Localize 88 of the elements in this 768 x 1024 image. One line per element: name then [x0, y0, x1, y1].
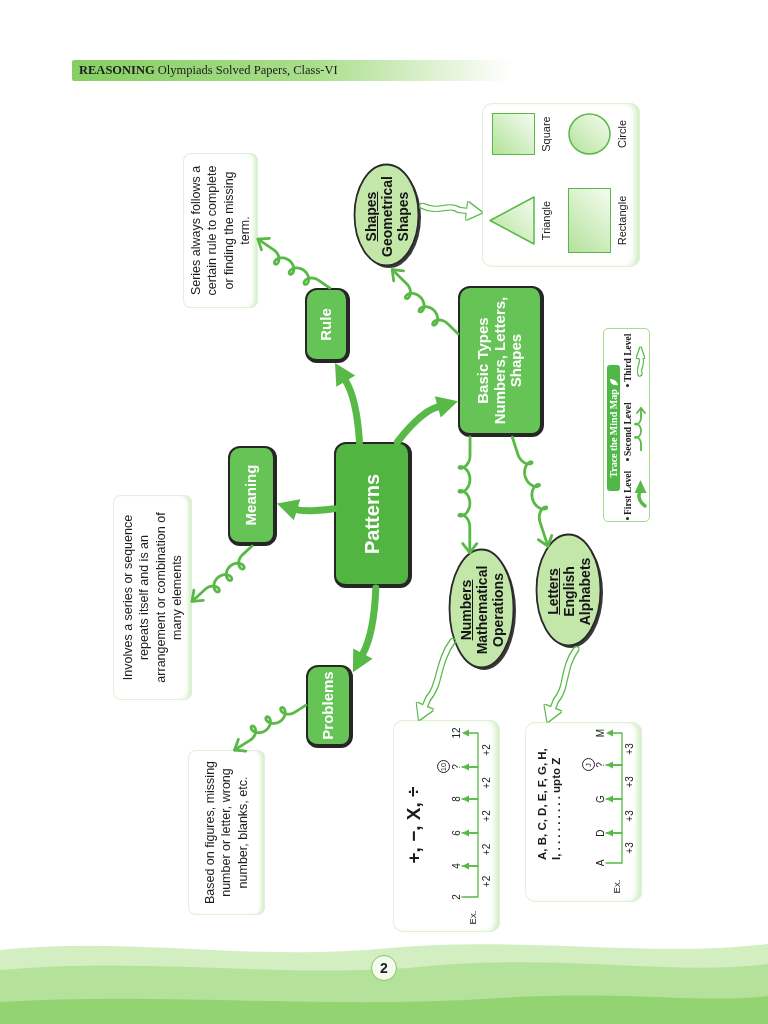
sequence-term: ? — [594, 758, 606, 772]
hollow-arrow — [544, 646, 579, 722]
sequence-term: D — [594, 826, 606, 840]
hollow-arrow — [420, 201, 482, 220]
bracket-arrow — [605, 829, 623, 864]
topic-box — [228, 446, 277, 546]
sequence-term: G — [594, 792, 606, 806]
legend-label: Second Level — [622, 402, 633, 456]
running-header: REASONING Olympiads Solved Papers, Class-VI — [79, 62, 338, 79]
node-heading: Basic Types — [474, 316, 492, 406]
alphabet-sequence: A, B, C, D, E, F, G, H, I, . . . . . . . . . upto Z — [535, 747, 563, 860]
edge-label: +3 — [625, 841, 635, 855]
example-label: Ex. — [611, 878, 623, 896]
note-card — [113, 495, 192, 700]
sequence-term: ? — [450, 759, 462, 775]
curly-arrow — [510, 435, 554, 548]
node-subtitle: Numbers, Letters, Shapes — [491, 295, 526, 427]
node-label: Geometrical Shapes — [380, 175, 412, 259]
edge-label: +2 — [482, 874, 492, 889]
node-label: Patterns — [360, 473, 384, 556]
node-heading: Numbers — [459, 579, 476, 641]
topic-box — [458, 286, 544, 437]
thick-arrow — [276, 499, 338, 521]
note-text: Series always follows a certain rule to complete or finding the missing term. — [188, 164, 253, 297]
sequence-term: 2 — [450, 889, 462, 905]
bracket-arrow — [461, 763, 479, 800]
sequence-term: 4 — [450, 858, 462, 874]
node-heading: Letters — [546, 568, 563, 615]
thick-arrow — [393, 396, 458, 446]
shapes-card — [482, 103, 640, 267]
example-card — [393, 720, 500, 932]
sequence-term: 12 — [450, 725, 462, 741]
note-text: Involves a series or sequence repeats itself and is an arrangement or combination of many elements — [120, 511, 185, 685]
edge-label: +2 — [482, 809, 492, 823]
topic-ellipse — [535, 533, 605, 650]
bracket-arrow — [605, 761, 623, 800]
rectangle-shape — [568, 188, 611, 253]
curly-arrow — [233, 703, 308, 753]
square-shape — [492, 113, 535, 155]
curly-arrow — [457, 435, 479, 554]
curly-arrow — [256, 236, 332, 290]
bracket-arrow — [461, 795, 479, 834]
sequence-term: 6 — [450, 825, 462, 841]
topic-box — [305, 288, 350, 363]
operation-symbols: +, −, X, ÷ — [401, 785, 425, 866]
edge-label: +2 — [482, 743, 492, 757]
shape-caption: Rectangle — [614, 194, 629, 248]
bracket-arrow — [461, 829, 479, 867]
edge-label: +2 — [482, 842, 492, 857]
thick-arrow — [353, 584, 380, 673]
note-card — [183, 153, 258, 308]
bracket-arrow — [605, 795, 623, 834]
circle-shape — [568, 113, 611, 155]
node-label: English Alphabets — [562, 556, 594, 628]
curly-arrow — [190, 544, 254, 603]
edge-label: +2 — [482, 776, 492, 790]
shape-caption: Circle — [614, 118, 629, 151]
topic-box — [306, 665, 353, 748]
edge-label: +3 — [625, 809, 635, 823]
node-label: Meaning — [243, 463, 260, 528]
example-label: Ex. — [466, 909, 479, 927]
shape-caption: Square — [538, 115, 553, 154]
central-topic-box — [334, 442, 412, 588]
shape-caption: Triangle — [538, 199, 553, 243]
edge-label: +3 — [625, 775, 635, 789]
note-text: Based on figures, missing number or letter, wrong number, blanks, etc. — [202, 759, 251, 907]
bracket-arrow — [461, 862, 479, 898]
sequence-term: 8 — [450, 791, 462, 807]
node-heading: Shapes — [364, 191, 381, 242]
node-label: Mathematical Operations — [475, 564, 507, 657]
curly-arrow — [390, 268, 460, 336]
legend-label: Third Level — [622, 333, 633, 382]
note-card — [188, 750, 265, 915]
triangle-shape — [489, 196, 535, 245]
bracket-arrow — [461, 729, 479, 768]
sequence-term: A — [594, 856, 606, 870]
hollow-arrow — [416, 639, 455, 720]
sequence-term: M — [594, 726, 606, 740]
thick-arrow — [335, 362, 363, 446]
bracket-arrow — [605, 729, 623, 766]
edge-label: +3 — [625, 742, 635, 756]
topic-ellipse — [448, 548, 518, 672]
legend-title: Trace the Mind Map — [608, 389, 619, 478]
node-label: Rule — [318, 307, 335, 343]
topic-ellipse — [353, 163, 423, 270]
node-label: Problems — [320, 670, 337, 742]
example-card — [525, 722, 642, 902]
legend-label: First Level — [622, 470, 633, 515]
